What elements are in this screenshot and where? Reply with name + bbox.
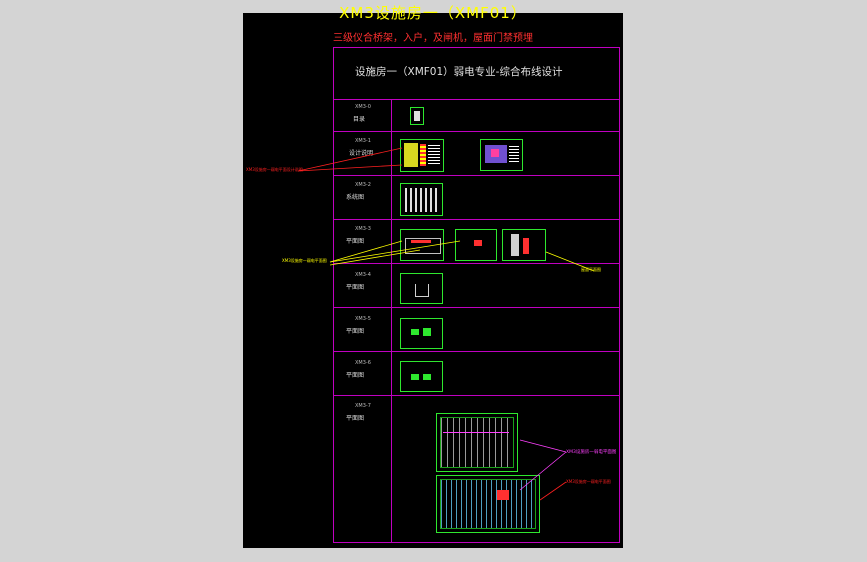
sheet-content — [411, 329, 419, 335]
row-label: 系统图 — [346, 194, 365, 201]
sheet-content — [415, 284, 429, 297]
row-label: 平面图 — [346, 328, 365, 335]
sheet-content — [404, 143, 418, 167]
annotation-red-left: XM3设施房一弱电平面设计说明 — [246, 167, 303, 172]
index-table-frame — [333, 47, 620, 543]
sheet-thumbnail[interactable] — [400, 139, 444, 172]
sheet-content — [474, 240, 482, 246]
row-divider — [333, 307, 620, 308]
table-header: 设施房一（XMF01）弱电专业-综合布线设计 — [355, 66, 563, 78]
leader-line — [329, 240, 461, 263]
leader-line — [519, 439, 567, 453]
row-divider — [333, 351, 620, 352]
row-divider — [333, 99, 620, 100]
row-code: XM3-7 — [355, 403, 371, 409]
row-divider — [333, 263, 620, 264]
sheet-thumbnail[interactable] — [400, 318, 443, 349]
sheet-thumbnail[interactable] — [455, 229, 497, 261]
sheet-content — [414, 111, 420, 121]
sheet-content — [523, 238, 529, 254]
sheet-thumbnail[interactable] — [400, 229, 444, 261]
sheet-content — [423, 328, 431, 336]
sheet-content — [497, 490, 509, 500]
leader-line — [329, 249, 421, 266]
row-label: 设计说明 — [349, 150, 374, 157]
sheet-content — [411, 240, 431, 243]
sheet-content — [428, 145, 440, 165]
sheet-thumbnail[interactable] — [502, 229, 546, 261]
sheet-content — [440, 479, 536, 529]
leader-line — [329, 240, 403, 263]
sheet-content — [440, 417, 514, 468]
sheet-content — [509, 146, 519, 164]
annotation-red-right: XM3设施房一弱电平面图 — [566, 479, 611, 484]
row-code: XM3-0 — [355, 104, 371, 110]
sheet-content — [443, 432, 509, 433]
drawing-subtitle: 三级仪合桥架，入户，及闸机，屋面门禁预埋 — [333, 33, 533, 44]
sheet-thumbnail[interactable] — [400, 183, 443, 216]
annotation-yellow-left: XM3设施房一弱电平面图 — [282, 258, 327, 263]
row-code: XM3-1 — [355, 138, 371, 144]
sheet-thumbnail[interactable] — [436, 475, 540, 533]
row-label: 平面图 — [346, 284, 365, 291]
sheet-content — [511, 234, 519, 256]
leader-line — [297, 147, 403, 172]
leader-line — [297, 164, 403, 172]
row-code: XM3-6 — [355, 360, 371, 366]
sheet-content — [411, 374, 419, 380]
sheet-thumbnail[interactable] — [410, 107, 424, 125]
row-label: 目录 — [353, 116, 366, 123]
sheet-thumbnail[interactable] — [400, 361, 443, 392]
row-code: XM3-4 — [355, 272, 371, 278]
sheet-thumbnail[interactable] — [480, 139, 523, 171]
row-divider — [333, 131, 620, 132]
row-code: XM3-3 — [355, 226, 371, 232]
annotation-yellow-right: 屋面平面图 — [581, 267, 601, 272]
sheet-thumbnail[interactable] — [436, 413, 518, 472]
row-code: XM3-5 — [355, 316, 371, 322]
sheet-content — [405, 238, 441, 254]
leader-line — [539, 481, 567, 501]
row-label: 平面图 — [346, 415, 365, 422]
sheet-thumbnail[interactable] — [400, 273, 443, 304]
row-divider — [333, 395, 620, 396]
drawing-title: XM3设施房一（XMF01） — [339, 4, 527, 22]
row-divider — [333, 175, 620, 176]
sheet-content — [491, 149, 499, 157]
row-divider — [333, 219, 620, 220]
annotation-magenta-right: XM3设施房一弱电平面图 — [566, 450, 617, 455]
sheet-content — [420, 144, 426, 166]
sheet-content — [405, 188, 439, 212]
leader-line — [519, 451, 567, 491]
leader-line — [545, 251, 595, 272]
row-code: XM3-2 — [355, 182, 371, 188]
row-label: 平面图 — [346, 238, 365, 245]
column-divider — [391, 99, 392, 543]
row-label: 平面图 — [346, 372, 365, 379]
sheet-content — [423, 374, 431, 380]
